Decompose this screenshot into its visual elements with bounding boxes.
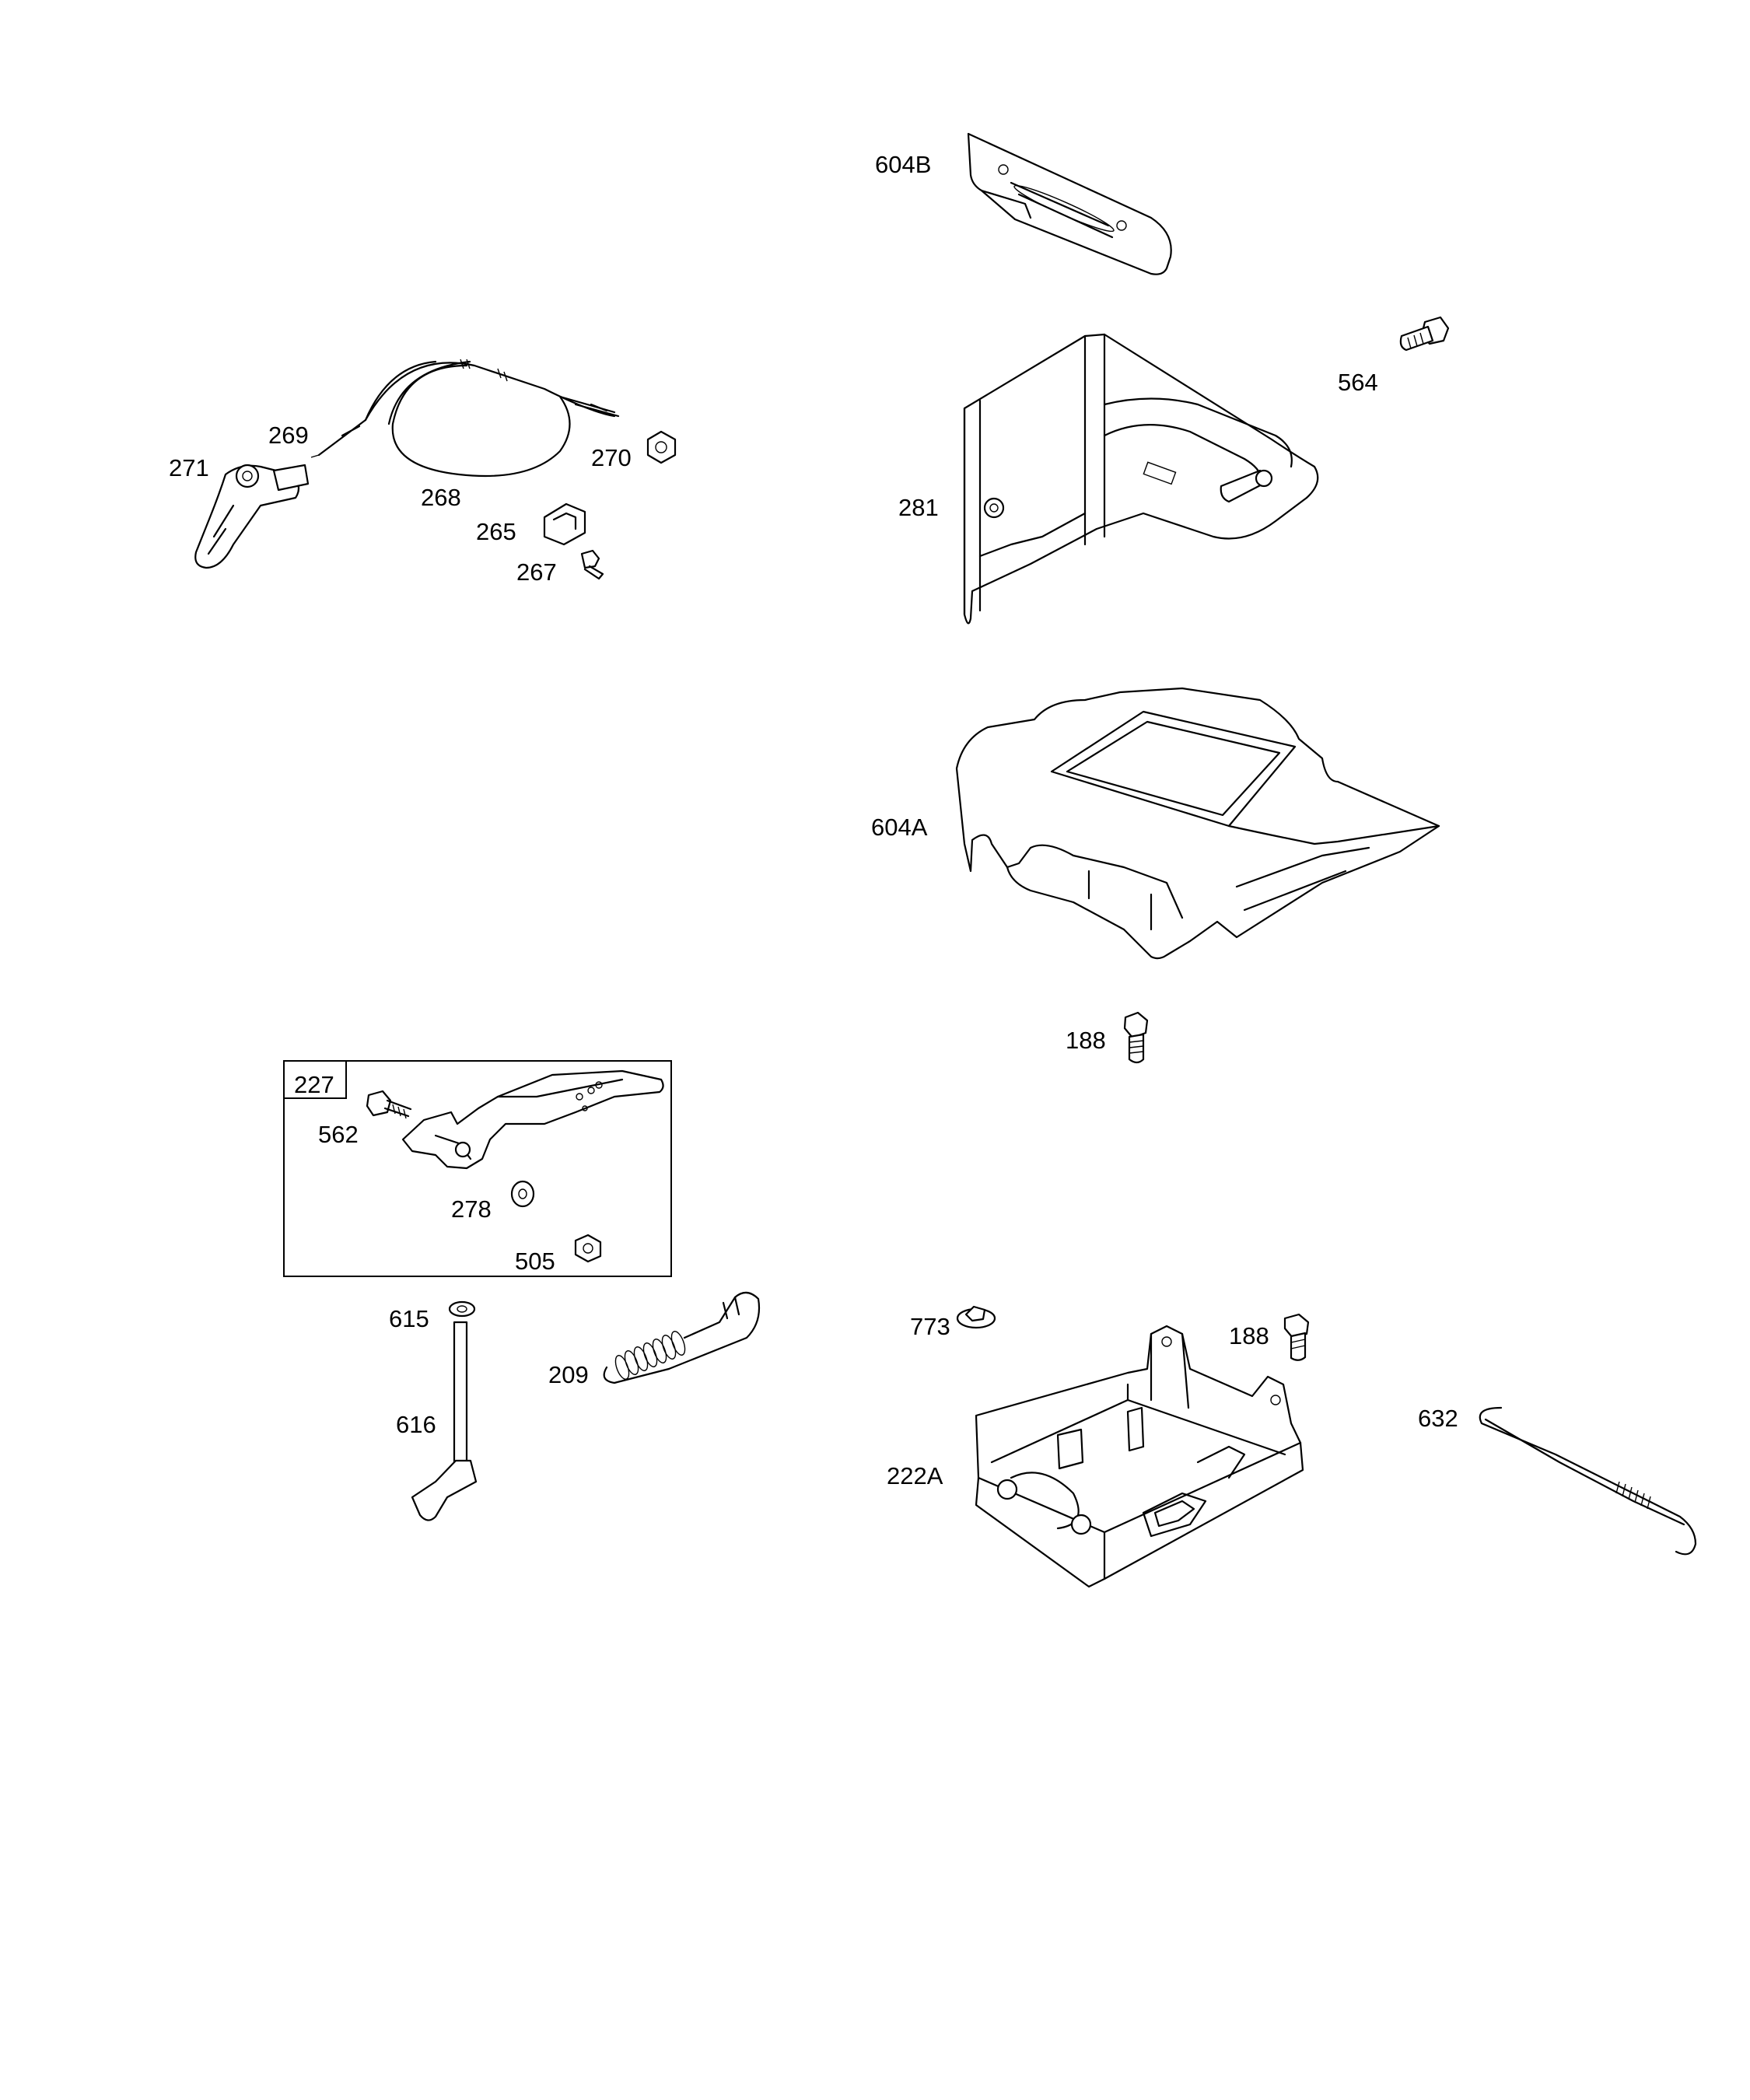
- callout-269: 269: [268, 422, 309, 449]
- part-270-nut: [646, 430, 677, 464]
- callout-616: 616: [396, 1411, 436, 1438]
- part-271-lever: [194, 464, 310, 569]
- part-222a-bracket: [975, 1325, 1304, 1588]
- part-562-bolt: [366, 1090, 412, 1119]
- callout-773: 773: [910, 1313, 950, 1340]
- part-615-clip: [448, 1300, 476, 1318]
- callout-188-lower: 188: [1229, 1322, 1269, 1349]
- callout-227: 227: [294, 1071, 334, 1098]
- kit-227-tag: [283, 1060, 347, 1099]
- part-604a-housing: [955, 687, 1440, 960]
- part-616-shaft: [411, 1321, 478, 1521]
- part-773-washer: [956, 1305, 996, 1329]
- part-188-bolt-upper: [1123, 1011, 1149, 1064]
- callout-188-upper: 188: [1066, 1027, 1106, 1054]
- callout-268: 268: [421, 484, 461, 511]
- part-604b-baffle: [967, 132, 1172, 275]
- callout-281: 281: [898, 494, 939, 521]
- part-265-clip: [543, 502, 586, 546]
- callout-564: 564: [1338, 369, 1378, 396]
- callout-604b: 604B: [875, 151, 932, 178]
- callout-632: 632: [1418, 1405, 1458, 1432]
- callout-270: 270: [591, 444, 632, 471]
- callout-222a: 222A: [887, 1462, 943, 1489]
- callout-209: 209: [548, 1361, 589, 1388]
- part-632-link: [1479, 1406, 1697, 1556]
- part-281-shroud: [963, 333, 1319, 625]
- part-209-spring: [603, 1291, 761, 1384]
- callout-278: 278: [451, 1195, 492, 1223]
- part-505-nut: [574, 1234, 602, 1263]
- kit-227-box: [283, 1060, 672, 1277]
- part-227-lever: [401, 1069, 664, 1170]
- callout-leaders: [310, 454, 320, 458]
- callout-615: 615: [389, 1305, 429, 1332]
- part-268-cable: [317, 359, 620, 478]
- callout-271: 271: [169, 454, 209, 481]
- part-188-bolt-lower: [1283, 1313, 1310, 1361]
- callout-267: 267: [516, 558, 557, 586]
- callout-265: 265: [476, 518, 516, 545]
- part-278-washer: [510, 1180, 535, 1208]
- callout-562: 562: [318, 1121, 359, 1148]
- part-564-bolt: [1399, 316, 1450, 352]
- part-267-screw: [580, 549, 604, 580]
- callout-505: 505: [515, 1248, 555, 1275]
- callout-604a: 604A: [871, 814, 928, 841]
